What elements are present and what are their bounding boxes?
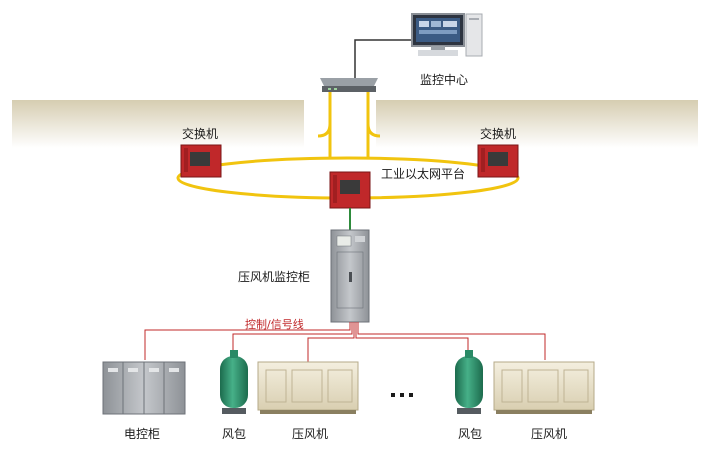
workstation-icon bbox=[411, 13, 483, 57]
label-air-tank-2: 风包 bbox=[458, 427, 483, 441]
label-switch-right: 交换机 bbox=[480, 127, 517, 141]
fiber-uplink-left bbox=[317, 92, 332, 138]
electric-cabinet-icon bbox=[102, 361, 186, 415]
label-air-tank-1: 风包 bbox=[222, 427, 247, 441]
ellipsis-dots bbox=[391, 393, 413, 397]
label-switch-left: 交换机 bbox=[182, 127, 219, 141]
industrial-switch-right bbox=[477, 144, 519, 178]
control-cabinet-icon bbox=[330, 229, 370, 323]
air-compressor-icon-1 bbox=[257, 361, 359, 414]
label-compressor-2: 压风机 bbox=[531, 427, 568, 441]
label-monitor-cabinet: 压风机监控柜 bbox=[238, 270, 311, 284]
uplink-cable bbox=[354, 39, 418, 82]
signal-lines bbox=[144, 322, 546, 364]
air-tank-icon-2 bbox=[455, 350, 483, 414]
platform-band-right bbox=[376, 100, 698, 148]
air-compressor-icon-2 bbox=[493, 361, 595, 414]
label-electric-cabinet: 电控柜 bbox=[124, 427, 161, 441]
industrial-switch-left bbox=[180, 144, 222, 178]
industrial-switch-center bbox=[329, 171, 371, 209]
label-monitor-center: 监控中心 bbox=[420, 73, 469, 87]
network-router-icon bbox=[320, 78, 378, 92]
platform-band-left bbox=[12, 100, 304, 148]
air-tank-icon-1 bbox=[220, 350, 248, 414]
label-compressor-1: 压风机 bbox=[292, 427, 329, 441]
label-signal-line: 控制/信号线 bbox=[245, 318, 304, 331]
label-ethernet-platform: 工业以太网平台 bbox=[381, 167, 466, 181]
